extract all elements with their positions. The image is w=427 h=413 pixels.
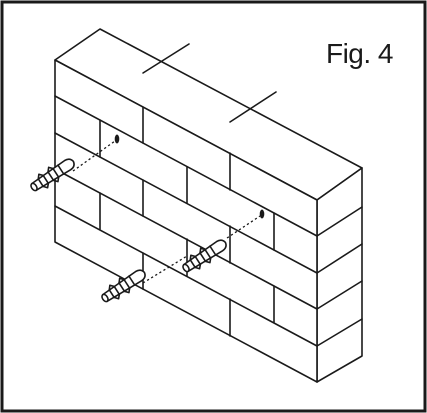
wall-side-face xyxy=(316,167,363,383)
top-joint xyxy=(229,91,277,123)
side-course xyxy=(316,243,363,274)
side-course xyxy=(316,318,363,347)
side-course xyxy=(316,280,363,310)
side-course xyxy=(316,206,363,237)
insertion-guide xyxy=(142,255,188,284)
drill-hole-lower xyxy=(259,209,265,219)
wall-plug-anchor xyxy=(182,239,227,273)
top-joint xyxy=(142,43,190,74)
wall-plug-anchor xyxy=(30,158,75,192)
insertion-guide xyxy=(72,140,116,172)
figure-label: Fig. 4 xyxy=(325,38,394,69)
wall-plug-anchor xyxy=(101,269,146,303)
front-course xyxy=(54,205,318,347)
insertion-guide xyxy=(226,215,261,239)
drill-hole-upper xyxy=(114,134,120,144)
